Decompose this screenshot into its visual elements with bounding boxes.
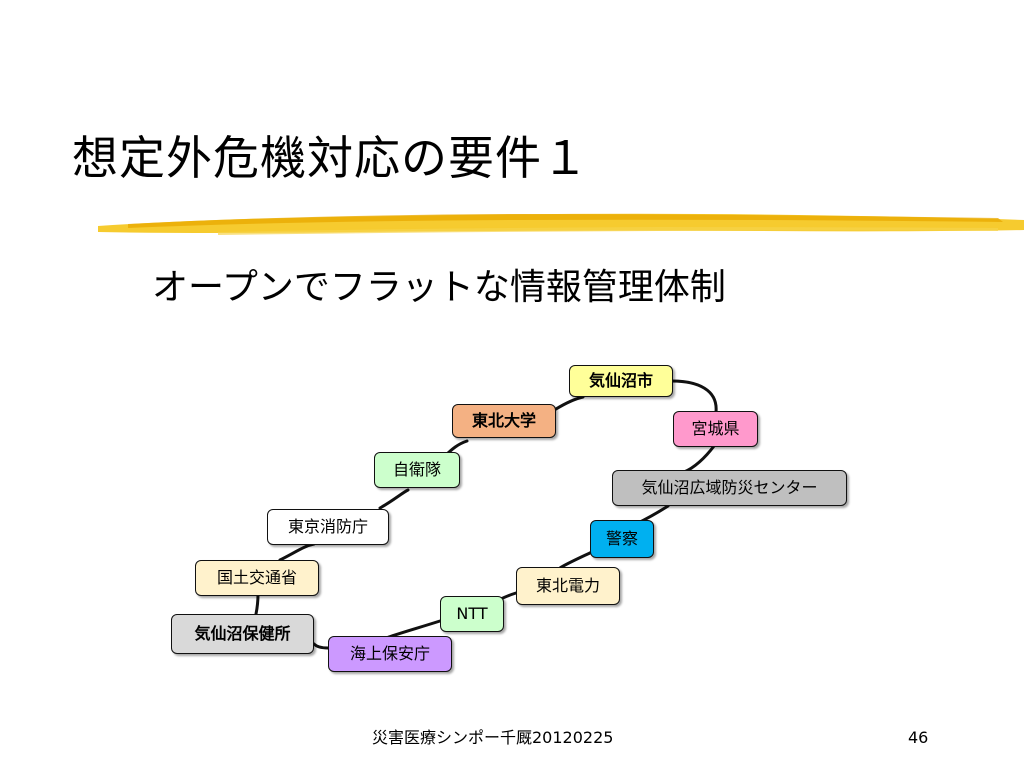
slide-subtitle: オープンでフラットな情報管理体制 <box>152 267 726 308</box>
node-tokyo-fire-department: 東京消防庁 <box>267 509 389 545</box>
node-police: 警察 <box>590 520 654 558</box>
node-ntt: NTT <box>440 596 504 632</box>
node-tohoku-electric: 東北電力 <box>516 567 620 605</box>
node-kesennuma-disaster-center: 気仙沼広域防災センター <box>612 470 847 506</box>
node-self-defense-forces: 自衛隊 <box>374 452 460 488</box>
title-underline-brush <box>98 213 1024 235</box>
footer-text: 災害医療シンポー千厩20120225 <box>372 728 614 747</box>
node-miyagi-prefecture: 宮城県 <box>673 411 758 447</box>
node-tohoku-university: 東北大学 <box>452 404 556 438</box>
page-number: 46 <box>908 728 929 747</box>
node-kesennuma-health-center: 気仙沼保健所 <box>171 614 314 654</box>
node-mlit: 国土交通省 <box>195 560 319 596</box>
slide-title: 想定外危機対応の要件１ <box>72 131 589 185</box>
node-kesennuma-city: 気仙沼市 <box>569 365 673 397</box>
node-coast-guard: 海上保安庁 <box>328 636 452 672</box>
